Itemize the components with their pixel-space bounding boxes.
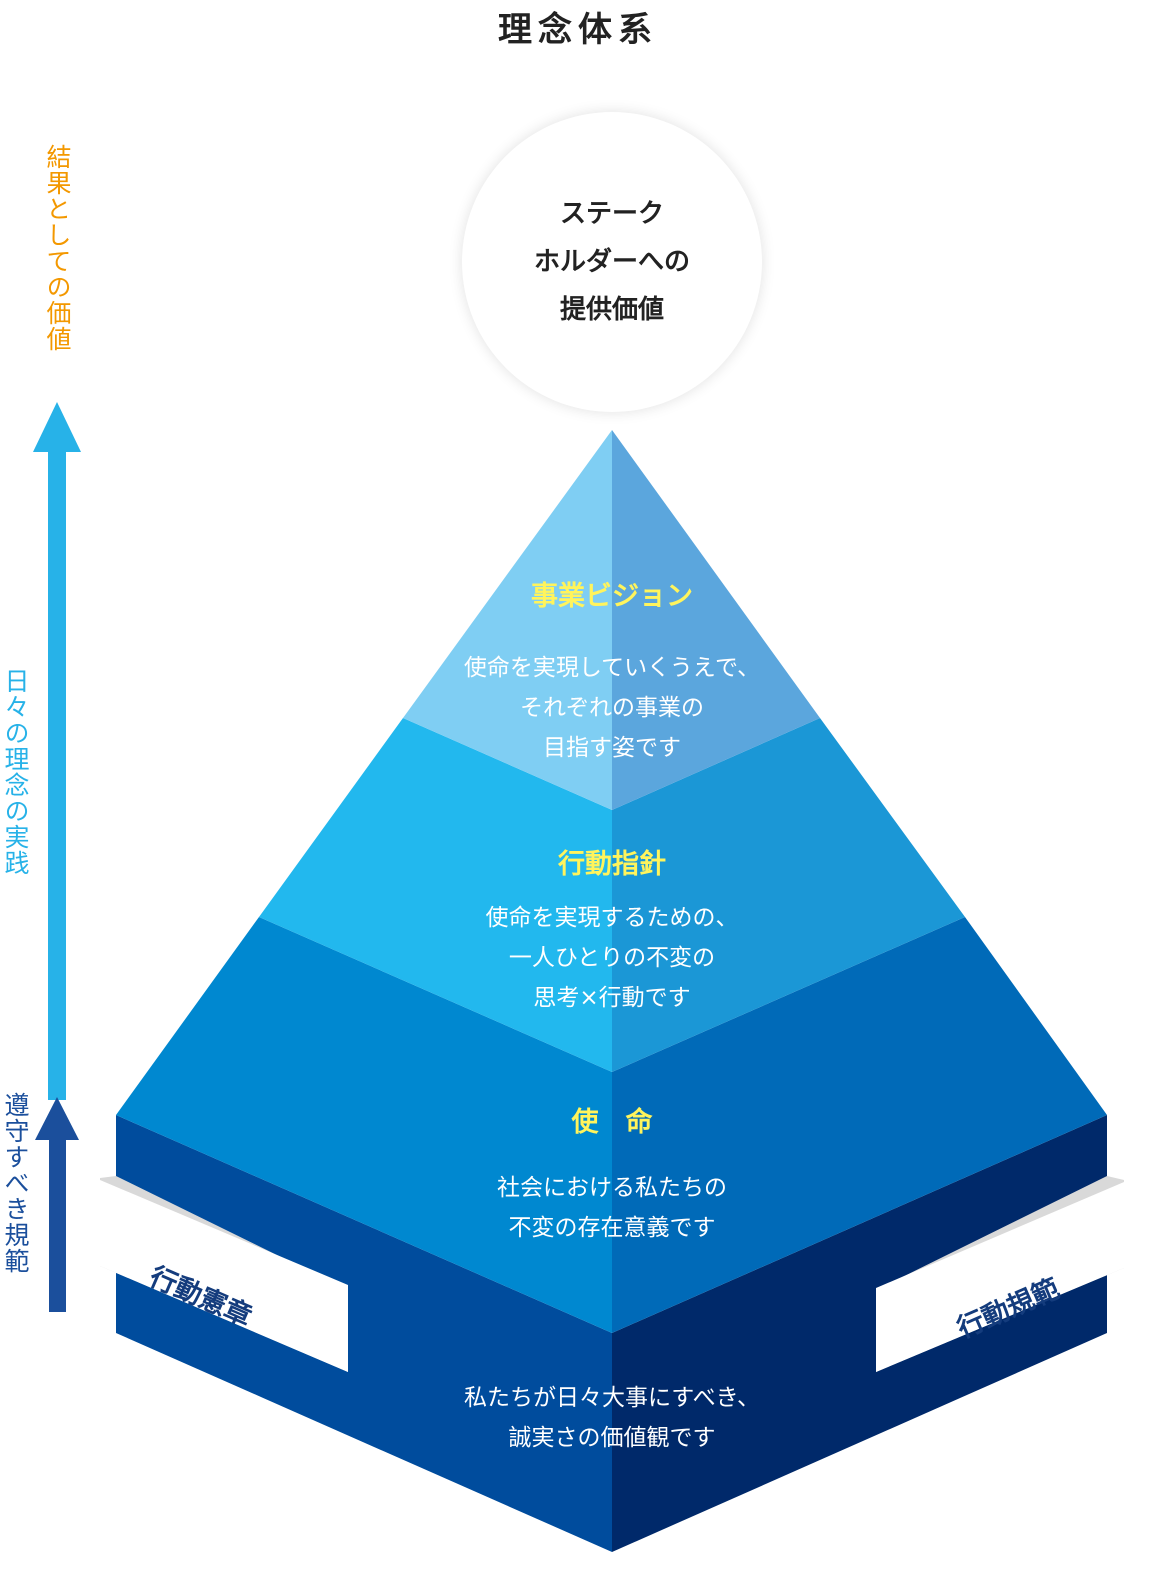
vision-right-face: [612, 430, 820, 810]
guidelines-description: 使命を実現するための、 一人ひとりの不変の 思考×行動です: [352, 898, 872, 1018]
mission-description: 社会における私たちの 不変の存在意義です: [352, 1168, 872, 1248]
base-line-2: 誠実さの価値観です: [508, 1425, 716, 1451]
guidelines-heading: 行動指針: [558, 849, 666, 880]
guidelines-line-3: 思考×行動です: [533, 985, 691, 1011]
stakeholder-value-text: ステーク ホルダーへの 提供価値: [462, 190, 762, 334]
result-value-label: 結果としての価値: [43, 144, 72, 352]
mission-line-2: 不変の存在意義です: [508, 1215, 716, 1241]
mission-left-face: [116, 917, 612, 1333]
vision-line-2: それぞれの事業の: [520, 695, 704, 721]
base-left-face: [116, 1115, 612, 1552]
circle-line-1: ステーク: [559, 199, 664, 229]
vision-line-1: 使命を実現していくうえで、: [463, 655, 761, 681]
circle-line-3: 提供価値: [559, 295, 664, 325]
short-arrow-head: [35, 1097, 79, 1140]
mission-line-1: 社会における私たちの: [497, 1175, 727, 1201]
norms-label: 遵守すべき規範: [1, 1092, 30, 1274]
base-right-face: [612, 1115, 1107, 1552]
mission-right-face: [612, 917, 1107, 1333]
vision-heading: 事業ビジョン: [531, 581, 693, 612]
right-band: [876, 1182, 1124, 1372]
guidelines-line-2: 一人ひとりの不変の: [508, 945, 716, 971]
stakeholder-value-circle: [462, 112, 762, 412]
vision-description: 使命を実現していくうえで、 それぞれの事業の 目指す姿です: [352, 648, 872, 768]
circle-line-2: ホルダーへの: [533, 247, 690, 277]
base-description: 私たちが日々大事にすべき、 誠実さの価値観です: [352, 1378, 872, 1458]
long-arrow-head: [33, 402, 81, 452]
short-arrow-shaft: [49, 1140, 66, 1312]
vision-line-3: 目指す姿です: [543, 735, 681, 761]
page-title: 理念体系: [498, 10, 658, 50]
daily-practice-label: 日々の理念の実践: [1, 668, 30, 876]
guidelines-line-1: 使命を実現するための、: [485, 905, 739, 931]
guide-right-face: [612, 718, 965, 1072]
base-line-1: 私たちが日々大事にすべき、: [463, 1385, 760, 1411]
mission-heading: 使 命: [571, 1107, 653, 1138]
vision-left-face: [403, 430, 612, 810]
guide-left-face: [259, 718, 612, 1072]
long-arrow-shaft: [48, 452, 66, 1100]
left-band: [100, 1180, 348, 1372]
